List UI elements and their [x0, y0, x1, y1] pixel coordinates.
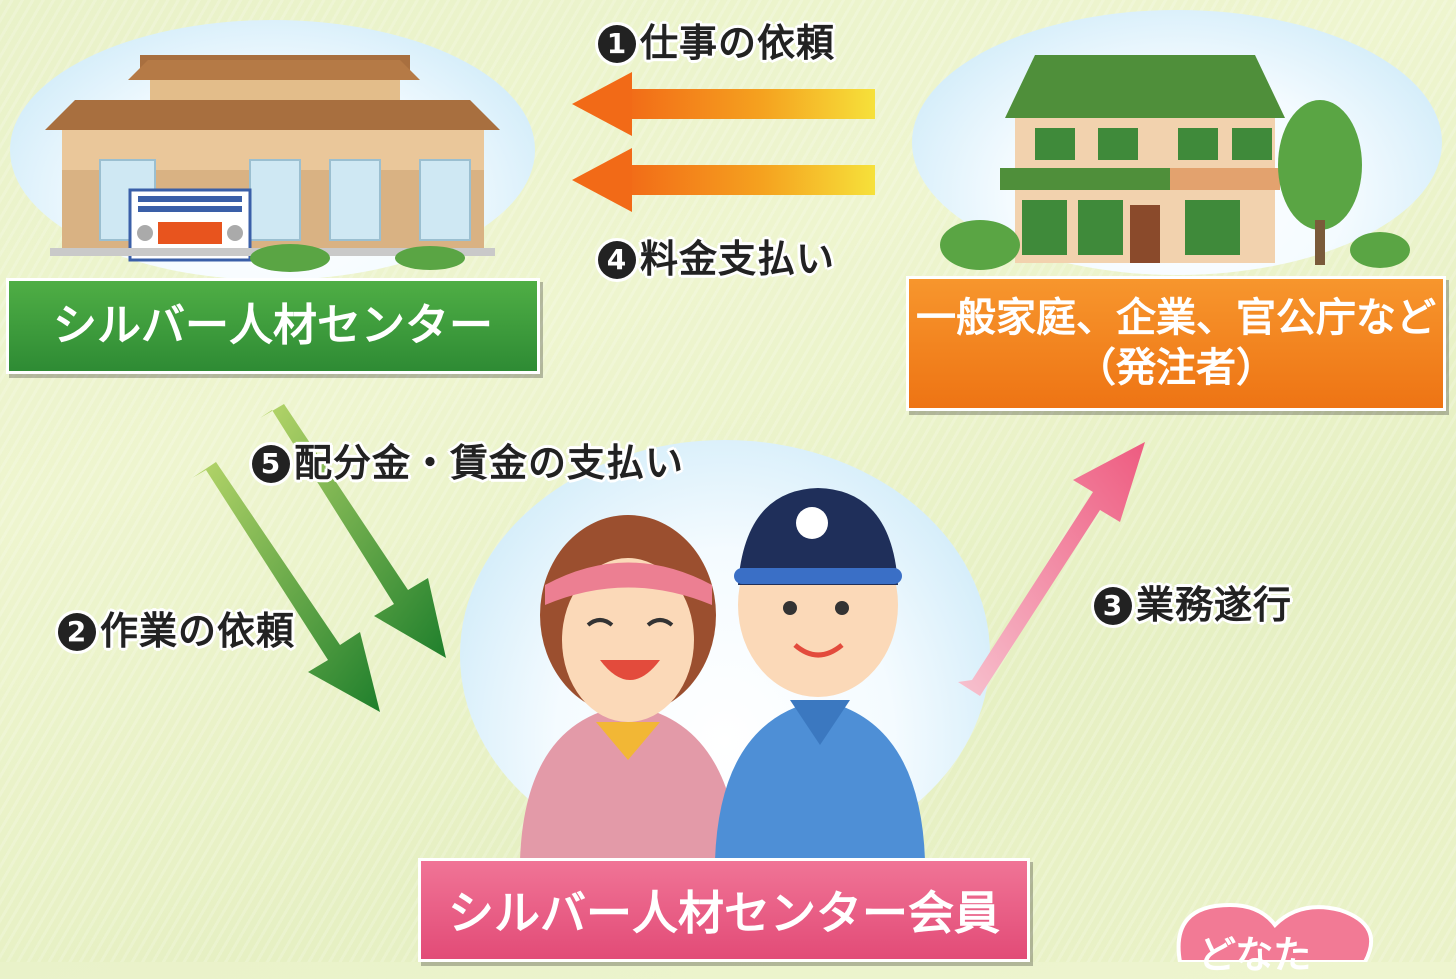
- center-label-text: シルバー人材センター: [53, 300, 493, 351]
- member-label-text: シルバー人材センター会員: [448, 886, 1000, 940]
- step-4-text: 料金支払い: [640, 237, 836, 281]
- step-3-text: 業務遂行: [1136, 583, 1293, 627]
- step-3-number: 3: [1094, 587, 1132, 625]
- step-5-text: 配分金・賃金の支払い: [294, 441, 685, 485]
- client-label-box: 一般家庭、企業、官公庁など （発注者）: [906, 276, 1446, 411]
- step-1-number: 1: [598, 25, 636, 63]
- arrow-fee-payment: [572, 148, 875, 212]
- step-1-text: 仕事の依頼: [640, 21, 836, 65]
- center-label-box: シルバー人材センター: [6, 278, 540, 374]
- client-label-line1: 一般家庭、企業、官公庁など: [916, 295, 1436, 341]
- client-house-illustration: [940, 55, 1410, 270]
- arrow-wage-payment: [260, 404, 446, 658]
- arrow-job-request: [572, 72, 875, 136]
- arrow-task-execution: [958, 442, 1145, 696]
- center-building-illustration: [45, 55, 500, 272]
- step-2-text: 作業の依頼: [100, 609, 296, 653]
- client-label-line2: （発注者）: [1076, 345, 1276, 391]
- member-label-box: シルバー人材センター会員: [418, 858, 1030, 962]
- heart-badge-shape: [1176, 902, 1374, 962]
- step-5-number: 5: [252, 445, 290, 483]
- members-illustration: [520, 488, 925, 860]
- step-4-number: 4: [598, 241, 636, 279]
- step-2-number: 2: [58, 613, 96, 651]
- arrow-work-request: [192, 462, 380, 712]
- heart-badge-text: どなた: [1198, 933, 1312, 977]
